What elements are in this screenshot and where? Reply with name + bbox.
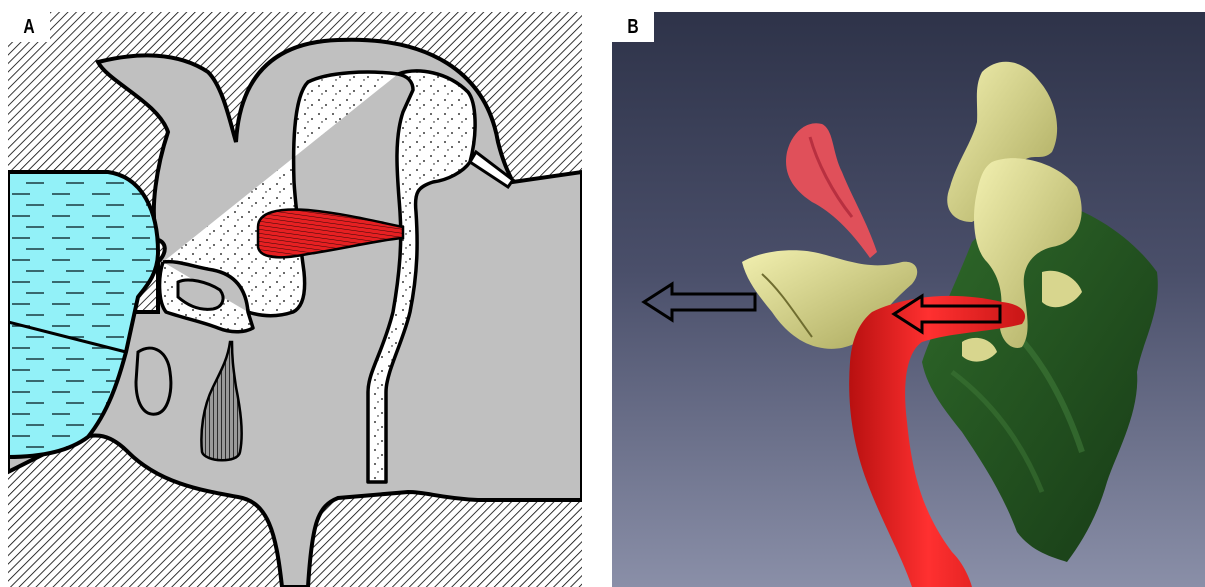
panel-label-b: B — [612, 12, 654, 42]
three-d-render — [612, 12, 1205, 587]
panel-b-label-text: B — [617, 16, 650, 39]
panel-a-schematic — [8, 12, 582, 587]
panel-a-label-text: A — [13, 16, 46, 39]
incus-lobe — [136, 348, 171, 414]
panel-b-3d-model — [612, 12, 1205, 587]
schematic-drawing — [8, 12, 582, 587]
panel-label-a: A — [8, 12, 50, 42]
